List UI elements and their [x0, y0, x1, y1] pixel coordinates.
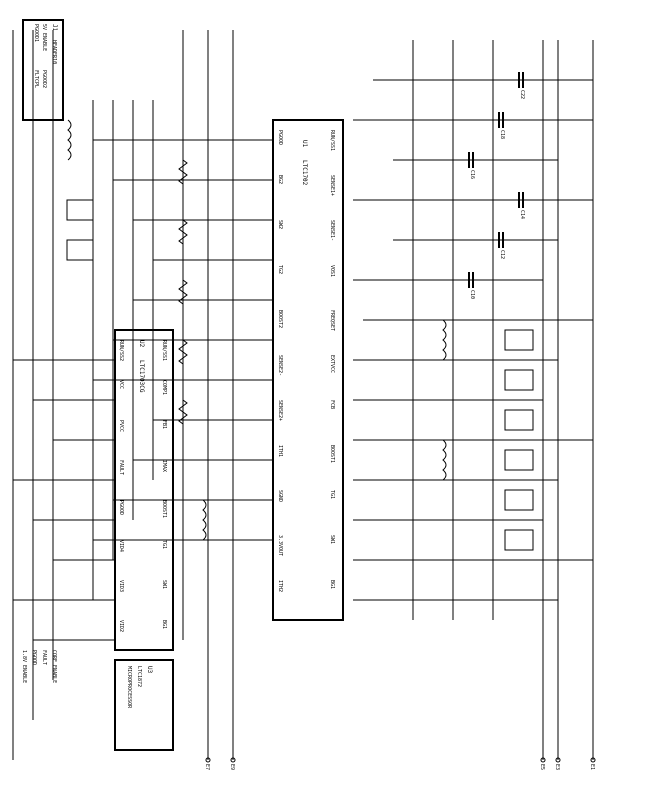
- svg-text:C18: C18: [499, 130, 505, 139]
- mosfet-q5: [504, 489, 534, 511]
- u1-pins: RUN/SS1 SENSE1+ SENSE1- VOS1 FREQSET EXT…: [277, 130, 335, 592]
- svg-text:PVCC: PVCC: [118, 420, 124, 432]
- svg-text:J1: J1: [51, 24, 58, 32]
- u2-pins: RUN/SS1 COMP1 FB1 IMAX BOOST1 TG1 SW1 BG…: [118, 340, 167, 632]
- svg-text:COMP1: COMP1: [161, 380, 167, 395]
- inductor-l3: [67, 119, 72, 161]
- svg-text:BOOST1: BOOST1: [329, 445, 335, 463]
- svg-text:TG2: TG2: [277, 265, 283, 274]
- svg-text:BG1: BG1: [329, 580, 335, 589]
- u2-ref: U2: [138, 340, 145, 348]
- svg-text:FAULT: FAULT: [41, 650, 47, 665]
- svg-text:MICROPROCESSOR: MICROPROCESSOR: [126, 666, 132, 709]
- svg-text:BG2: BG2: [277, 175, 283, 184]
- svg-text:PGOOD1: PGOOD1: [33, 24, 39, 42]
- svg-text:VOS1: VOS1: [329, 265, 335, 277]
- ic-u2: [114, 329, 174, 651]
- svg-text:FREQSET: FREQSET: [329, 310, 335, 331]
- svg-text:PGOOD: PGOOD: [118, 500, 124, 515]
- svg-text:1.8V ENABLE: 1.8V ENABLE: [21, 650, 27, 683]
- cap-c14: C14: [518, 192, 525, 219]
- connector-j1: J1 HEADER10 5V ENABLE PGOOD1 PGOOD2 FLTC…: [22, 19, 64, 121]
- svg-text:RUN/SS1: RUN/SS1: [329, 130, 335, 151]
- svg-text:VID3: VID3: [118, 580, 124, 592]
- svg-text:SGND: SGND: [277, 490, 283, 502]
- left-converter: C22 C18 C16 C14 C12 C10 U1 LTC1702 RUN/S…: [92, 40, 594, 760]
- svg-text:C16: C16: [469, 170, 475, 179]
- mosfet-q8: [66, 239, 94, 261]
- svg-text:U3: U3: [146, 666, 153, 674]
- svg-text:SW1: SW1: [161, 580, 167, 589]
- svg-text:RUN/SS1: RUN/SS1: [161, 340, 167, 361]
- svg-text:E5: E5: [539, 764, 545, 770]
- svg-text:SW1: SW1: [329, 535, 335, 544]
- svg-text:SENSE2+: SENSE2+: [277, 400, 283, 421]
- svg-text:FB1: FB1: [161, 420, 167, 429]
- ic-u1: [272, 119, 344, 621]
- svg-text:RUN/SS2: RUN/SS2: [118, 340, 124, 361]
- svg-text:ITH2: ITH2: [277, 580, 283, 592]
- svg-text:C14: C14: [519, 210, 525, 219]
- side-labels: CORE ENABLE FAULT PGOOD 1.8V ENABLE: [21, 650, 57, 683]
- svg-text:FLTCPL: FLTCPL: [33, 70, 39, 88]
- svg-text:PGOOD: PGOOD: [31, 650, 37, 665]
- svg-text:PGOOD: PGOOD: [277, 130, 283, 145]
- svg-text:E7: E7: [204, 764, 210, 770]
- mosfet-q6: [504, 529, 534, 551]
- svg-text:CORE ENABLE: CORE ENABLE: [51, 650, 57, 683]
- svg-text:3.3VOUT: 3.3VOUT: [277, 535, 283, 556]
- mosfet-q4: [504, 449, 534, 471]
- right-converter: U2 LTC1703CG RUN/SS1 COMP1 FB1 IMAX BOOS…: [12, 30, 234, 760]
- u1-ref: U1: [301, 140, 308, 148]
- svg-text:C12: C12: [499, 250, 505, 259]
- svg-text:VID4: VID4: [118, 540, 124, 552]
- svg-text:ITH1: ITH1: [277, 445, 283, 457]
- svg-text:VID2: VID2: [118, 620, 124, 632]
- svg-text:SW2: SW2: [277, 220, 283, 229]
- cap-c22: C22: [518, 72, 525, 99]
- svg-text:PGOOD2: PGOOD2: [41, 70, 47, 88]
- svg-text:EXTVCC: EXTVCC: [329, 355, 335, 373]
- svg-text:SENSE2-: SENSE2-: [277, 355, 283, 376]
- cap-c16: C16: [468, 152, 475, 179]
- svg-text:FAULT: FAULT: [118, 460, 124, 475]
- mosfet-q2: [504, 369, 534, 391]
- svg-text:BOOST2: BOOST2: [277, 310, 283, 328]
- svg-text:E1: E1: [589, 764, 595, 770]
- svg-text:FCB: FCB: [329, 400, 335, 409]
- svg-text:IMAX: IMAX: [161, 460, 167, 472]
- svg-text:E3: E3: [554, 764, 560, 770]
- svg-text:VCC: VCC: [118, 380, 124, 389]
- cap-c18: C18: [498, 112, 505, 139]
- inductor-l1: [442, 319, 447, 361]
- rotated-schematic: C22 C18 C16 C14 C12 C10 U1 LTC1702 RUN/S…: [12, 19, 596, 770]
- ic-u3: [114, 659, 174, 751]
- u1-part: LTC1702: [301, 160, 308, 186]
- svg-text:TG1: TG1: [329, 490, 335, 499]
- svg-text:HEADER10: HEADER10: [51, 40, 57, 64]
- mosfet-q3: [504, 409, 534, 431]
- svg-text:C22: C22: [519, 90, 525, 99]
- mosfet-q1: [504, 329, 534, 351]
- cap-c12: C12: [498, 232, 505, 259]
- svg-text:C10: C10: [469, 290, 475, 299]
- cap-c10: C10: [468, 272, 475, 299]
- svg-text:E9: E9: [229, 764, 235, 770]
- svg-text:BOOST1: BOOST1: [161, 500, 167, 518]
- svg-text:SENSE1-: SENSE1-: [329, 220, 335, 241]
- inductor-l2: [442, 439, 447, 481]
- mosfet-q7: [66, 199, 94, 221]
- svg-text:BG1: BG1: [161, 620, 167, 629]
- u2-part: LTC1703CG: [138, 360, 145, 393]
- svg-text:SENSE1+: SENSE1+: [329, 175, 335, 196]
- terminals: E1 E3 E5 E9 E7: [204, 757, 596, 770]
- svg-text:5V ENABLE: 5V ENABLE: [41, 24, 47, 51]
- inductor-l4: [202, 499, 207, 541]
- svg-text:LTC1872: LTC1872: [136, 666, 142, 687]
- svg-text:TG1: TG1: [161, 540, 167, 549]
